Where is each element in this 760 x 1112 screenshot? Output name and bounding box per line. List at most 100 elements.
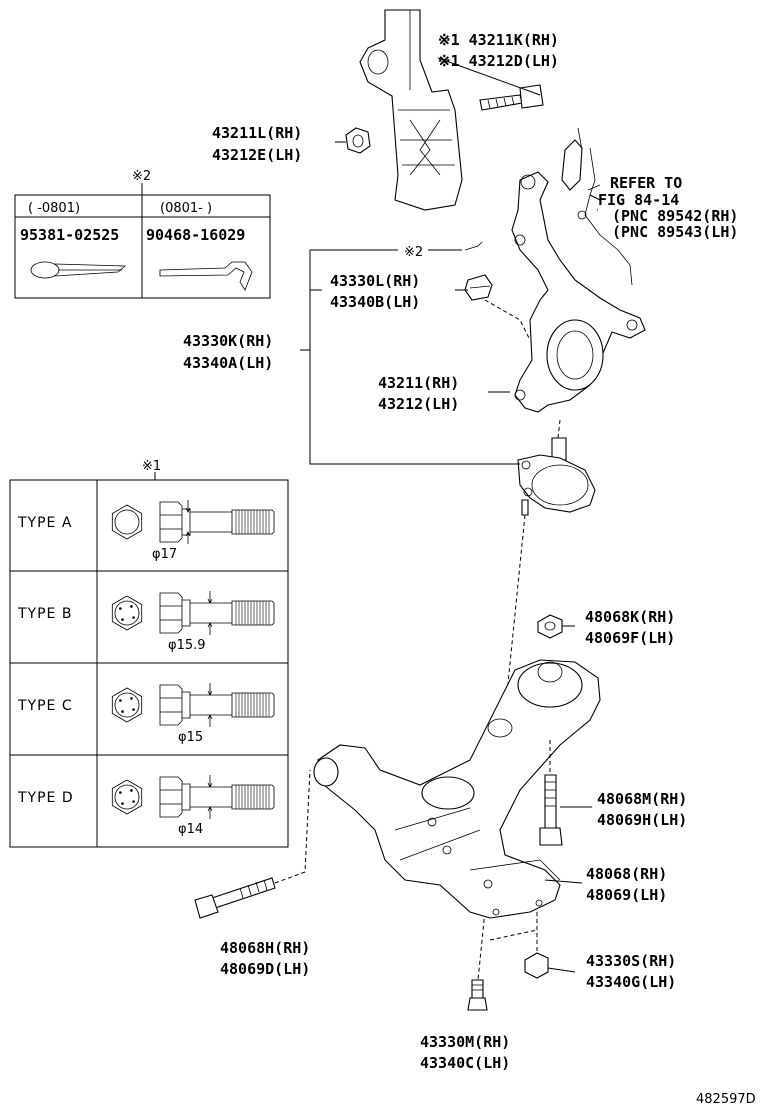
note-2-knuckle-text: ※2 xyxy=(404,245,423,260)
assy-bracket-43330K xyxy=(300,249,520,465)
head-mark-dot xyxy=(121,618,124,621)
label-43340A: 43340A(LH) xyxy=(183,354,273,372)
head-mark-dot xyxy=(132,708,135,711)
bolt-head-side xyxy=(159,684,191,726)
label-48068H: 48068H(RH) xyxy=(220,939,310,957)
lower-control-arm[interactable] xyxy=(313,659,601,919)
abs-sensor[interactable] xyxy=(561,127,633,286)
head-mark-dot xyxy=(121,802,124,805)
bolt-diameter-label: φ15 xyxy=(178,730,203,745)
head-mark-dot xyxy=(130,697,133,700)
diagram-id: 482597D xyxy=(696,1092,756,1107)
bolt-diameter-label: φ15.9 xyxy=(168,638,206,653)
strut-bracket[interactable] xyxy=(359,9,463,211)
hex-head-circle xyxy=(114,600,140,626)
label-43211: 43211(RH) xyxy=(378,374,459,392)
label-48068M: 48068M(RH) xyxy=(597,790,687,808)
bolt-48068H[interactable] xyxy=(194,877,276,919)
head-mark-dot xyxy=(119,607,122,610)
label-refer-to: REFER TO xyxy=(610,174,682,192)
pin-table-note: ※2 xyxy=(132,169,151,184)
bolt-type-label: TYPE D xyxy=(17,790,74,806)
nut-43330S[interactable] xyxy=(524,952,549,979)
dash-48068H xyxy=(274,769,311,884)
label-43340G: 43340G(LH) xyxy=(586,973,676,991)
head-mark-dot xyxy=(132,616,135,619)
head-mark-dot xyxy=(119,699,122,702)
dash-knuckle-joint xyxy=(557,419,561,439)
castle-nut-43330L[interactable] xyxy=(464,274,493,301)
label-43330K: 43330K(RH) xyxy=(183,332,273,350)
bolt-shank-side xyxy=(190,784,275,810)
bolt-head-side xyxy=(159,592,191,634)
bolt-diameter-label: φ14 xyxy=(178,822,203,837)
bolt-head-side xyxy=(159,776,191,818)
pin-table: ※2 ( -0801) (0801- ) 95381-02525 90468-1… xyxy=(14,169,271,299)
pin-col1-part: 95381-02525 xyxy=(20,226,119,244)
bolt-table-note: ※1 xyxy=(142,459,161,474)
label-48069D: 48069D(LH) xyxy=(220,960,310,978)
dash-nut-knuckle xyxy=(484,299,531,341)
bolt-shank-side xyxy=(190,692,275,718)
bolt-43330M[interactable] xyxy=(467,979,488,1011)
hex-head-circle xyxy=(114,692,140,718)
clip-pin-icon[interactable] xyxy=(159,261,253,291)
label-43212E: 43212E(LH) xyxy=(212,146,302,164)
bolt-type-label: TYPE B xyxy=(17,606,72,622)
diameter-arrows xyxy=(207,591,213,635)
label-43330M: 43330M(RH) xyxy=(420,1033,510,1051)
label-refer-fig: FIG 84-14 xyxy=(598,191,679,209)
nut-43211L[interactable] xyxy=(345,127,371,154)
label-43212: 43212(LH) xyxy=(378,395,459,413)
ball-joint[interactable] xyxy=(517,437,596,516)
pin-col2-header: (0801- ) xyxy=(160,201,212,216)
bolt-type-label: TYPE A xyxy=(17,515,72,531)
leader-lines xyxy=(335,57,601,973)
hex-head-top-view xyxy=(111,595,143,631)
bolt-shank-side xyxy=(190,600,275,626)
diameter-arrows xyxy=(185,500,191,544)
label-48069F: 48069F(LH) xyxy=(585,629,675,647)
label-43211L: 43211L(RH) xyxy=(212,124,302,142)
pin-col1-header: ( -0801) xyxy=(28,201,80,216)
diameter-arrows xyxy=(207,775,213,819)
hex-head-top-view xyxy=(111,779,143,815)
label-48068K: 48068K(RH) xyxy=(585,608,675,626)
label-43340B: 43340B(LH) xyxy=(330,293,420,311)
bolt-head-side xyxy=(159,501,191,543)
label-48069H: 48069H(LH) xyxy=(597,811,687,829)
diameter-arrows xyxy=(207,683,213,727)
label-refer-pnc-rh: (PNC 89542(RH) xyxy=(612,207,738,225)
pin-col2-part: 90468-16029 xyxy=(146,226,245,244)
label-48068: 48068(RH) xyxy=(586,865,667,883)
bolt-shank-side xyxy=(190,509,275,535)
label-43340C: 43340C(LH) xyxy=(420,1054,510,1072)
hex-head-circle xyxy=(114,784,140,810)
label-48069: 48069(LH) xyxy=(586,886,667,904)
label-43330L: 43330L(RH) xyxy=(330,272,420,290)
label-refer-pnc-lh: (PNC 89543(LH) xyxy=(612,223,738,241)
hex-head-circle xyxy=(114,509,140,535)
cotter-pin-small[interactable] xyxy=(464,241,483,251)
dash-43330S-b xyxy=(489,929,538,941)
cotter-pin-icon[interactable] xyxy=(30,261,127,279)
head-mark-dot xyxy=(121,710,124,713)
label-43211K: ※1 43211K(RH) xyxy=(438,31,559,49)
head-mark-dot xyxy=(130,605,133,608)
nut-48068K[interactable] xyxy=(537,614,563,639)
head-mark-dot xyxy=(132,800,135,803)
bolt-type-table: ※1 xyxy=(9,459,289,848)
hex-head-top-view xyxy=(111,504,143,540)
head-mark-dot xyxy=(119,791,122,794)
bolt-43211K[interactable] xyxy=(479,84,544,111)
label-43330S: 43330S(RH) xyxy=(586,952,676,970)
bolt-48068M[interactable] xyxy=(539,774,563,846)
head-mark-dot xyxy=(130,789,133,792)
hex-head-top-view xyxy=(111,687,143,723)
bolt-type-row: TYPE D φ14 xyxy=(17,775,275,837)
steering-knuckle[interactable] xyxy=(511,171,646,413)
